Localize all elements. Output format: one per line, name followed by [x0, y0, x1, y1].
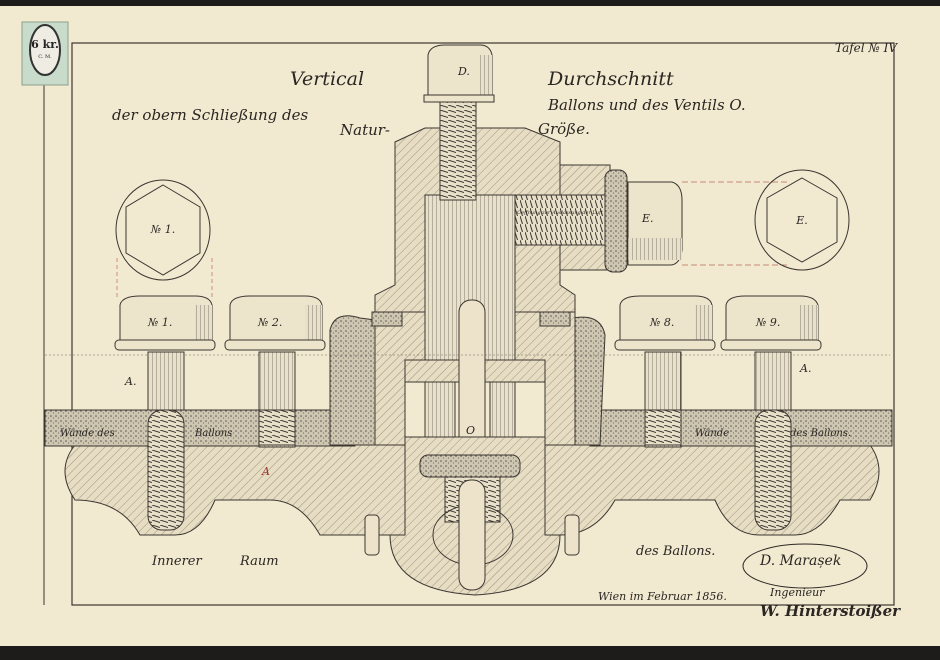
sheet-label: Tafel № IV: [835, 41, 898, 55]
svg-text:A.: A.: [124, 375, 136, 388]
hex-plan-no1: № 1.: [115, 179, 211, 281]
bolt-no2: № 2.: [224, 295, 326, 448]
bolt-no1: № 1.: [114, 295, 216, 531]
svg-text:Wände des: Wände des: [60, 428, 115, 439]
revenue-stamp: 6 kr. C. M.: [21, 21, 69, 86]
svg-text:Wände: Wände: [695, 428, 729, 439]
svg-text:C. M.: C. M.: [38, 54, 52, 60]
title-line2-left: der obern Schließung des: [112, 106, 309, 124]
svg-text:№ 2.: № 2.: [257, 316, 282, 329]
svg-text:№ 8.: № 8.: [649, 316, 674, 329]
svg-text:des Ballons.: des Ballons.: [790, 428, 851, 439]
frame-border: [71, 42, 895, 606]
place-date: Wien im Februar 1856.: [598, 590, 727, 603]
hex-plan-e: E.: [754, 169, 850, 271]
role: Ingenieur: [769, 586, 825, 599]
svg-text:6 kr.: 6 kr.: [31, 38, 59, 51]
balloon-wall-left: [44, 409, 356, 447]
title-line2-right: Ballons und des Ventils O.: [547, 96, 746, 114]
svg-text:O: O: [466, 424, 475, 437]
title-line3-left: Natur-: [339, 121, 390, 139]
title-vertical: Vertical: [290, 68, 364, 90]
drawing-sheet: 6 kr. C. M. D. Oeffnung zur Auslassung d…: [0, 6, 940, 646]
bolt-d: D.: [423, 44, 495, 201]
svg-text:Ballons: Ballons: [194, 428, 232, 439]
title-line3-right: Größe.: [538, 120, 590, 138]
title-durchschnitt: Durchschnitt: [547, 68, 674, 90]
technical-drawing: 6 kr. C. M. D. Oeffnung zur Auslassung d…: [21, 21, 901, 620]
balloon-wall-right: [589, 409, 893, 447]
svg-text:A.: A.: [799, 362, 811, 375]
svg-text:A: A: [261, 465, 270, 478]
svg-text:E.: E.: [795, 214, 808, 227]
svg-text:des Ballons.: des Ballons.: [636, 544, 715, 559]
svg-text:Oeffnung zur Auslassung der Lu: Oeffnung zur Auslassung der Luft: [517, 210, 604, 216]
bolt-no8: № 8.: [614, 295, 716, 448]
svg-text:D.: D.: [457, 65, 470, 78]
svg-text:Innerer: Innerer: [151, 554, 202, 569]
bolt-no9: № 9.: [720, 295, 822, 531]
svg-text:E.: E.: [641, 212, 654, 225]
svg-text:Raum: Raum: [239, 554, 279, 569]
bolt-e: Oeffnung zur Auslassung der Luft E.: [514, 169, 683, 273]
signature-1: D. Marașek: [759, 553, 841, 569]
svg-text:№ 1.: № 1.: [147, 316, 172, 329]
svg-text:№ 9.: № 9.: [755, 316, 780, 329]
svg-text:№ 1.: № 1.: [150, 223, 175, 236]
signature-2: W. Hinterstoißer: [760, 602, 901, 620]
